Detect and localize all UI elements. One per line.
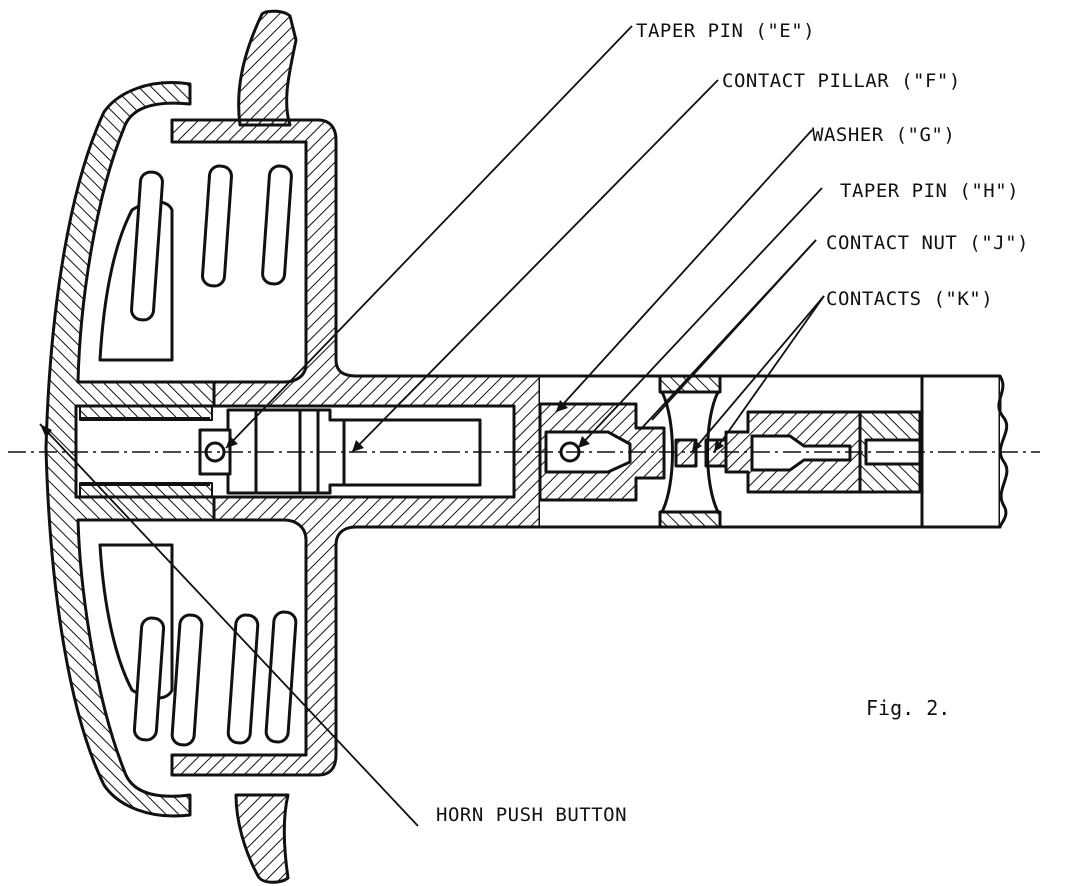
label-taper-pin-e: TAPER PIN ("E") [636,20,816,42]
arrowheads [40,400,724,452]
arrow-washer-g [556,400,568,412]
threaded-bush-top [79,405,213,421]
wheel-spoke-bottom [234,793,290,884]
spring-coil-lower-3 [226,613,260,745]
contact-nut-bore [750,434,852,472]
threaded-bush-bottom [79,482,213,498]
label-contact-pillar-f: CONTACT PILLAR ("F") [722,70,961,92]
leader-horn-push-button [39,423,419,827]
label-horn-push-button: HORN PUSH BUTTON [436,804,628,826]
arrow-horn-push-button [40,424,52,438]
leader-contacts-k-2 [713,295,825,453]
label-taper-pin-h: TAPER PIN ("H") [840,180,1020,202]
leader-taper-pin-e [225,25,633,449]
column-break [997,375,1009,528]
leader-washer-g [555,129,813,413]
leader-contacts-k-1 [691,295,825,453]
arrow-taper-pin-h [578,436,590,448]
arrow-contacts-k-1 [692,440,702,452]
figure-caption: Fig. 2. [866,696,951,720]
arrow-contacts-k-2 [714,440,724,452]
spring-coil-upper-2 [201,164,233,288]
leader-taper-pin-h [577,187,823,449]
spring-coil-upper-1 [130,170,164,322]
label-contact-nut-j: CONTACT NUT ("J") [826,232,1029,254]
spring-coil-lower-2 [170,613,204,747]
spring-coil-upper-3 [261,164,293,286]
arrow-contact-pillar-f [352,440,364,452]
spring-coil-lower-1 [132,616,166,742]
label-washer-g: WASHER ("G") [812,124,956,146]
contact-k-left [674,438,698,468]
hub-housing [170,118,542,777]
leader-contact-pillar-f [351,79,719,453]
leader-lines [39,25,825,827]
leader-contact-nut-j-2 [651,239,817,421]
label-contacts-k: CONTACTS ("K") [826,288,994,310]
push-button-cap [44,81,216,818]
wheel-spoke-top [237,9,298,127]
arrow-taper-pin-e [226,436,238,448]
spring-coil-lower-4 [264,610,298,744]
